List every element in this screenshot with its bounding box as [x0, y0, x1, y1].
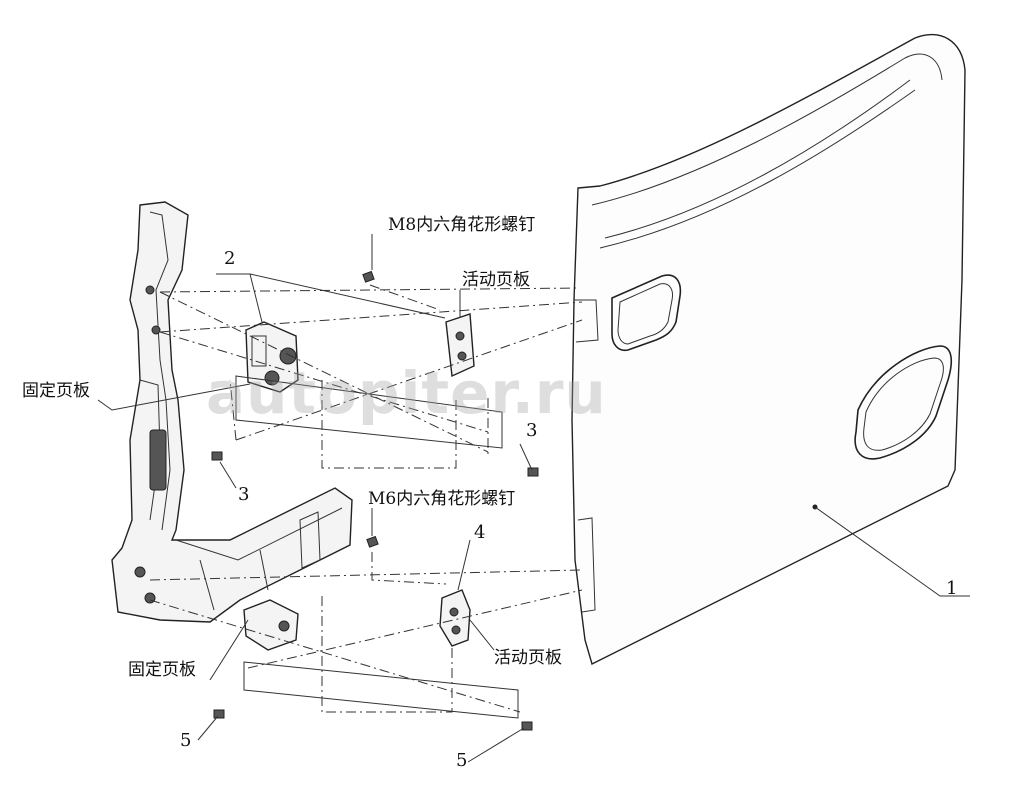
seal-strips [235, 375, 519, 719]
callout-3-left: 3 [238, 484, 250, 505]
upper-movable-hinge [445, 313, 475, 378]
callout-3-right: 3 [526, 420, 538, 441]
watermark: autopiter.ru [206, 359, 607, 427]
bolts [211, 270, 539, 731]
assembly-lines [149, 284, 583, 713]
label-movable-plate-top: 活动页板 [462, 270, 530, 290]
label-fixed-plate-left: 固定页板 [22, 381, 90, 401]
callout-2: 2 [224, 248, 236, 269]
label-movable-plate-bottom: 活动页板 [494, 648, 562, 668]
callout-5-left: 5 [180, 730, 192, 751]
lower-movable-hinge [439, 589, 471, 647]
body-pillar [111, 201, 353, 623]
label-fixed-plate-bottom: 固定页板 [128, 660, 196, 680]
door-panel [571, 33, 970, 666]
callout-1: 1 [946, 578, 958, 599]
label-m6-screw: M6内六角花形螺钉 [368, 489, 516, 509]
leader-lines [97, 234, 533, 763]
label-m8-screw: M8内六角花形螺钉 [388, 215, 536, 235]
upper-fixed-hinge [245, 321, 299, 393]
callout-4: 4 [474, 522, 486, 543]
lower-fixed-hinge [243, 599, 299, 651]
callout-5-right: 5 [456, 750, 468, 771]
